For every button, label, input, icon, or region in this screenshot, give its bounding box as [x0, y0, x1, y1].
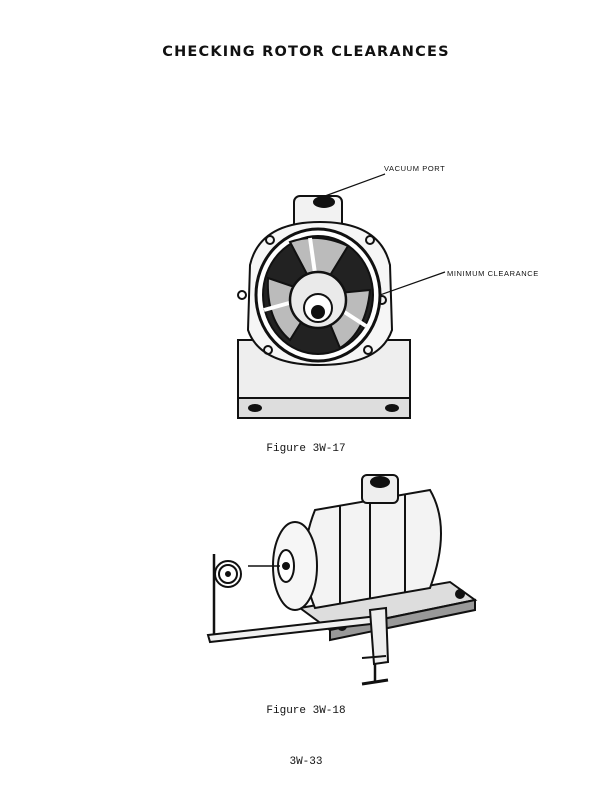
figure-3w-18-illustration: [206, 474, 478, 686]
figure-3w-17-illustration: [237, 173, 446, 419]
figure-3w-17-caption: Figure 3W-17: [266, 443, 346, 455]
page-number: 3W-33: [289, 756, 323, 768]
callout-minimum-clearance: MINIMUM CLEARANCE: [447, 269, 539, 278]
page-title: CHECKING ROTOR CLEARANCES: [162, 44, 450, 60]
figure-3w-18-caption: Figure 3W-18: [266, 705, 346, 717]
callout-vacuum-port: VACUUM PORT: [384, 164, 446, 173]
